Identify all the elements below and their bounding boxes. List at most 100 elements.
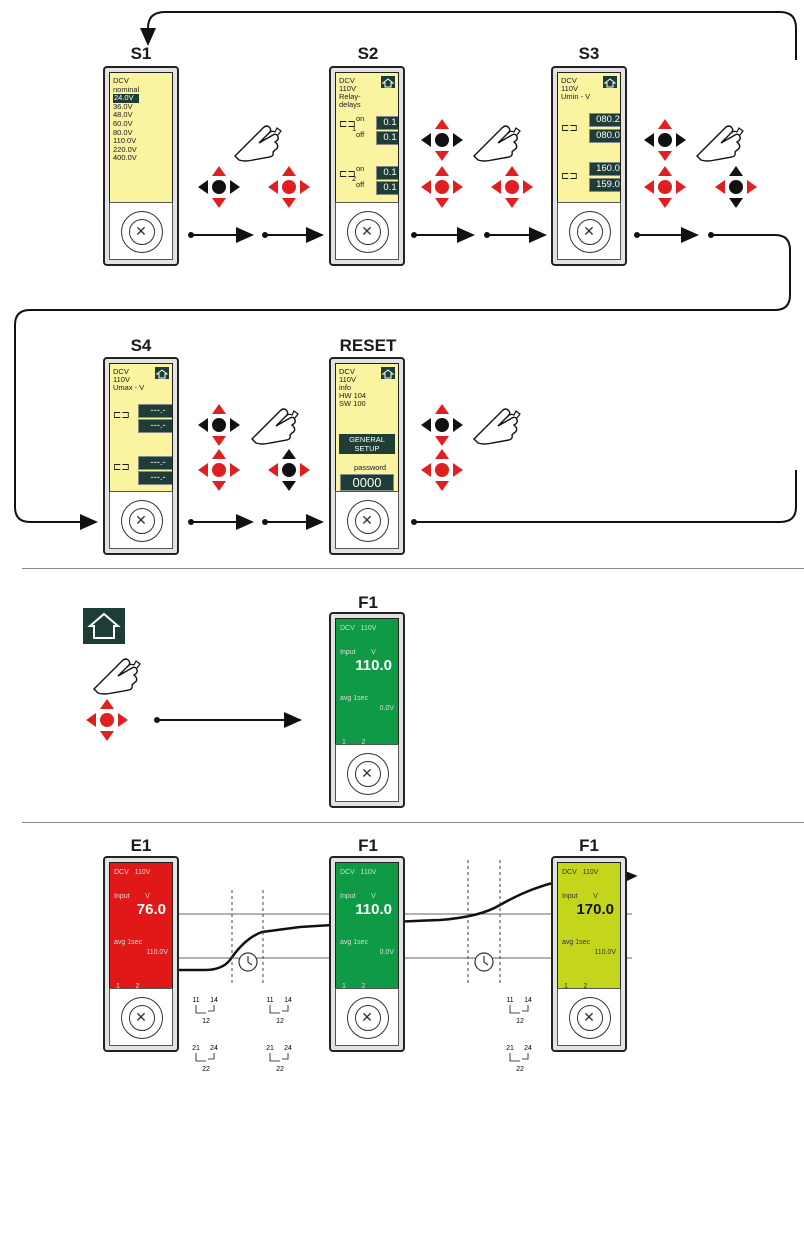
s1-item[interactable]: 400.0V	[113, 153, 137, 163]
contact-terminal-label: 12	[516, 1018, 524, 1025]
control-knob[interactable]: ✕	[109, 491, 173, 549]
hand-pointer-icon	[251, 408, 299, 445]
dpad-icon	[421, 449, 463, 491]
home-icon[interactable]	[603, 76, 617, 88]
f1c-input: Input V	[562, 893, 598, 900]
f1c-avgv: 110.0V	[594, 949, 616, 956]
f1b-top: DCV 110V	[340, 869, 377, 876]
f1c-value: 170.0	[576, 901, 614, 918]
f1c-avg: avg 1sec	[562, 939, 591, 946]
label-e1: E1	[130, 836, 152, 855]
f1-avgv: 0.0V	[379, 705, 394, 712]
s3-value[interactable]: 160.0	[589, 162, 620, 176]
flow-arrows-row2	[188, 470, 797, 530]
loop-connector	[147, 11, 797, 60]
dpad-icon	[715, 166, 757, 208]
s4-value[interactable]: ---.-	[138, 456, 172, 470]
home-icon[interactable]	[381, 76, 395, 88]
device-s3: DCV 110V Umin - V ⊏⊐ 080.2 080.0 ⊏⊐ 160.…	[551, 66, 627, 266]
s1-item[interactable]: 220.0V	[113, 144, 137, 154]
password-field[interactable]: 0000	[340, 474, 394, 491]
password-label: password	[354, 463, 387, 472]
e1-avgv: 110.0V	[146, 949, 168, 956]
s1-line1: DCV	[113, 76, 129, 85]
s1-item[interactable]: 36.0V	[113, 101, 133, 111]
screen-s4: DCV 110V Umax - V ⊏⊐ ---.- ---.- ⊏⊐ ---.…	[109, 363, 173, 499]
control-knob[interactable]: ✕	[335, 491, 399, 549]
control-knob[interactable]: ✕	[335, 988, 399, 1046]
control-knob[interactable]: ✕	[557, 988, 621, 1046]
s2-value[interactable]: 0.1	[376, 181, 398, 195]
relay-2-icon: ⊏⊐	[561, 171, 578, 182]
s1-item[interactable]: 48.0V	[113, 110, 133, 120]
s2-value[interactable]: 0.1	[376, 166, 398, 180]
s1-item[interactable]: 80.0V	[113, 127, 133, 137]
hand-pointer-icon	[473, 125, 521, 162]
e1-relays: 1 2	[116, 983, 140, 990]
dpad-icon	[198, 404, 240, 446]
label-reset: RESET	[339, 336, 397, 355]
reset-line3: info	[339, 383, 352, 392]
s3-value[interactable]: 080.0	[589, 129, 620, 143]
s2-r2: 2	[352, 174, 357, 183]
s2-on1: on	[356, 114, 365, 123]
s3-value[interactable]: 080.2	[589, 113, 620, 127]
s1-item[interactable]: 110.0V	[113, 136, 137, 146]
relay-2-icon: ⊏⊐	[113, 462, 130, 473]
s2-line3: Relay-	[339, 92, 361, 101]
device-f1-mid: DCV 110V Input V 110.0 avg 1sec 0.0V 1 2…	[329, 612, 405, 808]
contact-terminal-label: 11	[506, 997, 513, 1004]
label-f1-c: F1	[579, 836, 599, 855]
e1-avg: avg 1sec	[114, 939, 143, 946]
s4-value[interactable]: ---.-	[138, 419, 172, 433]
dpad-icon	[421, 404, 463, 446]
device-s1: DCV nominal 24.0V 36.0V 48.0V 60.0V 80.0…	[103, 66, 179, 266]
s2-r1: 1	[352, 124, 357, 133]
s2-line2: 110V	[339, 84, 356, 93]
f1-top: DCV 110V	[340, 625, 377, 632]
f1b-avgv: 0.0V	[379, 949, 394, 956]
hand-pointer-icon	[93, 658, 141, 695]
general-setup-button[interactable]: GENERAL SETUP	[339, 434, 395, 454]
dpad-icon	[86, 699, 128, 741]
home-icon[interactable]	[155, 367, 169, 379]
s2-value[interactable]: 0.1	[376, 131, 398, 145]
s3-value[interactable]: 159.0	[589, 178, 620, 192]
hand-pointer-icon	[234, 125, 282, 162]
control-knob[interactable]: ✕	[335, 744, 399, 802]
setup-label: SETUP	[354, 444, 380, 453]
label-s4: S4	[130, 336, 152, 355]
s1-line2: nominal	[113, 84, 140, 94]
f1b-avg: avg 1sec	[340, 939, 369, 946]
control-knob[interactable]: ✕	[557, 202, 621, 260]
s1-item[interactable]: 60.0V	[113, 118, 133, 128]
f1c-top: DCV 110V	[562, 869, 599, 876]
s4-line3: Umax - V	[113, 383, 145, 392]
dpad-icon	[421, 166, 463, 208]
e1-input: Input V	[114, 893, 150, 900]
s2-value[interactable]: 0.1	[376, 116, 398, 130]
s2-line4: delays	[339, 100, 361, 109]
device-s4: DCV 110V Umax - V ⊏⊐ ---.- ---.- ⊏⊐ ---.…	[103, 357, 179, 555]
contact-terminal-label: 12	[202, 1018, 210, 1025]
s4-value[interactable]: ---.-	[138, 471, 172, 485]
control-knob[interactable]: ✕	[109, 988, 173, 1046]
home-icon[interactable]	[381, 367, 395, 379]
control-knob[interactable]: ✕	[335, 202, 399, 260]
s4-value[interactable]: ---.-	[138, 404, 172, 418]
contact-terminal-label: 12	[276, 1018, 284, 1025]
reset-line2: 110V	[339, 375, 356, 384]
device-s2: DCV 110V Relay- delays on off ⊏⊐ 1 0.1 0…	[329, 66, 405, 266]
general-label: GENERAL	[349, 435, 385, 444]
control-knob[interactable]: ✕	[109, 202, 173, 260]
s4-line2: 110V	[113, 375, 130, 384]
label-f1-mid: F1	[358, 593, 378, 612]
dpad-icon	[198, 166, 240, 208]
s2-off2: off	[356, 180, 365, 189]
contact-terminal-label: 14	[284, 997, 292, 1004]
s1-item-selected[interactable]: 24.0V	[113, 94, 140, 103]
relay-icon: ⊏⊐	[339, 119, 356, 130]
home-button-icon[interactable]	[83, 608, 125, 644]
